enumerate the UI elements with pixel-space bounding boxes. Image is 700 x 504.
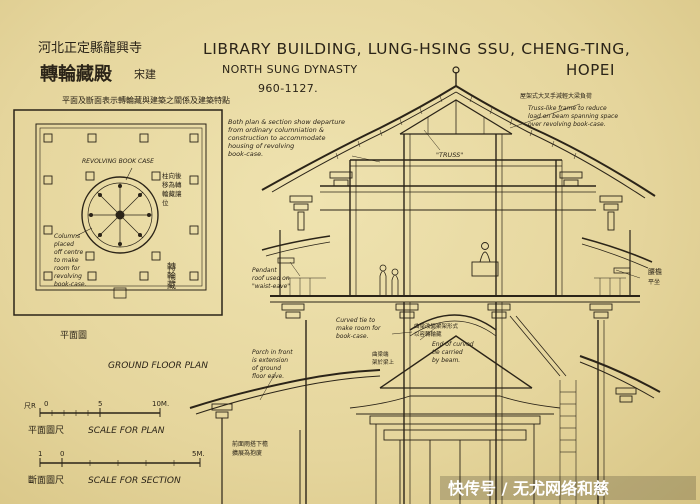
section-scale-cn: 斷面圖尺: [28, 474, 64, 486]
plan-scale-cn: 平面圖尺: [28, 425, 64, 436]
end-tie-line: End of curved: [432, 341, 474, 348]
plan-note-line: from ordinary columniation &: [228, 126, 324, 134]
plan-note-line: Both plan & section show departure: [228, 118, 345, 126]
end-tie-cn-line: 曲梁端: [372, 350, 389, 358]
porch-note: Porch in front is extension of ground fl…: [252, 349, 293, 380]
waist-eave-line: roof used on: [252, 275, 290, 282]
watermark-text: 快传号 / 无尤网络和慈: [448, 479, 609, 498]
revolving-case-label: REVOLVING BOOK CASE: [82, 158, 154, 165]
revolving-cn-line: 柱向後: [162, 171, 182, 180]
plan-note-line: book-case.: [228, 150, 263, 158]
end-tie-line: tie carried: [432, 349, 463, 356]
columns-note: Columns placed off centre to make room f…: [53, 233, 87, 288]
columns-note-line: room for: [54, 265, 80, 272]
end-tie-note: End of curved tie carried by beam.: [432, 341, 474, 364]
section-scale-label: SCALE FOR SECTION: [88, 476, 181, 486]
end-tie-cn-line: 架於梁上: [372, 358, 395, 366]
porch-cn: 前面雨搭下檐 擴展為抱廈: [232, 440, 268, 457]
porch-note-line: is extension: [252, 357, 288, 364]
waist-eave-line: Pendant: [252, 267, 277, 274]
end-tie-line: by beam.: [432, 357, 460, 364]
truss-note: Truss-like frame to reduce load on beam …: [528, 105, 618, 128]
ground-floor-plan: [13, 109, 223, 316]
watermark-backdrop: [440, 476, 696, 500]
plan-scale-tick: 10M.: [152, 400, 169, 408]
section-scale-tick: 5M.: [192, 450, 205, 458]
revolving-cn-line: 移為轉: [162, 180, 182, 189]
waist-eave-line: "waist-eave": [252, 283, 290, 290]
rotate-cn-label: 轉輪藏: [165, 261, 176, 290]
columns-note-line: off centre: [54, 249, 84, 256]
end-tie-cn: 曲梁端 架於梁上: [372, 350, 395, 366]
title-en-line1: LIBRARY BUILDING, LUNG-HSING SSU, CHENG-…: [203, 40, 630, 58]
plan-scale-start: 尺R: [24, 402, 36, 410]
curved-tie-line: book-case.: [336, 333, 369, 340]
plan-note-line: housing of revolving: [228, 142, 294, 150]
curved-tie-line: Curved tie to: [336, 317, 375, 324]
title-en-hopei: HOPEI: [566, 61, 615, 79]
plan-scale-tick: 5: [98, 400, 102, 408]
curved-cn-line: 以容轉輪藏: [414, 330, 442, 338]
waist-eave-cn-line: 平坐: [648, 278, 660, 286]
section-scale-tick: 0: [60, 450, 64, 458]
columns-note-line: book-case.: [54, 281, 87, 288]
curved-cn-line: 曲梁改變梁架形式: [414, 322, 459, 330]
plan-note-line: construction to accommodate: [228, 134, 325, 142]
plan-scale-tick: 0: [44, 400, 48, 408]
title-cn-suffix: 宋建: [134, 67, 156, 81]
ground-plan-label: GROUND FLOOR PLAN: [108, 361, 208, 371]
section-scale-tick: 1: [38, 450, 42, 458]
subtitle-cn: 平面及斷面表示轉輪藏與建築之關係及建築特點: [62, 95, 230, 105]
truss-note-line: over revolving book-case.: [528, 121, 606, 128]
columns-note-line: to make: [54, 257, 79, 264]
revolving-case-cn-note: 柱向後 移為轉 輪藏讓 位: [162, 171, 182, 207]
porch-note-line: Porch in front: [252, 349, 293, 356]
columns-note-line: revolving: [54, 273, 82, 280]
waist-eave-note: Pendant roof used on "waist-eave": [252, 267, 290, 290]
porch-note-line: of ground: [252, 365, 281, 372]
waist-eave-cn: 腰檐 平坐: [648, 267, 662, 286]
porch-note-line: floor eave.: [252, 373, 284, 380]
plan-scale-bar: [39, 408, 161, 417]
truss-note-line: Truss-like frame to reduce: [528, 105, 607, 112]
title-en-dynasty: NORTH SUNG DYNASTY: [222, 63, 357, 76]
columns-note-line: placed: [53, 241, 74, 248]
section-scale-bar: [39, 458, 201, 467]
title-dates: 960-1127.: [258, 82, 318, 95]
rotate-cn-vertical: 轉輪藏: [165, 261, 176, 290]
truss-note-cn: 屋架式大叉手減輕大梁負荷: [520, 92, 592, 100]
truss-note-line: load on beam spanning space: [528, 113, 618, 120]
truss-label: "TRUSS": [436, 151, 463, 159]
curved-tie-note: Curved tie to make room for book-case.: [336, 317, 381, 340]
plan-section-note: Both plan & section show departure from …: [228, 118, 345, 158]
revolving-cn-line: 位: [162, 198, 169, 207]
waist-eave-cn-line: 腰檐: [648, 267, 662, 276]
plan-scale-label: SCALE FOR PLAN: [88, 426, 165, 436]
title-cn-line1: 河北正定縣龍興寺: [38, 40, 142, 56]
porch-cn-line: 前面雨搭下檐: [232, 440, 268, 448]
building-section: [189, 66, 661, 504]
ground-plan-cn: 平面圖: [60, 330, 87, 341]
curved-tie-cn: 曲梁改變梁架形式 以容轉輪藏: [414, 322, 459, 338]
revolving-cn-line: 輪藏讓: [162, 189, 182, 198]
porch-cn-line: 擴展為抱廈: [232, 449, 262, 457]
curved-tie-line: make room for: [336, 325, 381, 332]
columns-note-line: Columns: [54, 233, 80, 240]
title-cn-line2: 轉輪藏殿: [40, 63, 113, 85]
